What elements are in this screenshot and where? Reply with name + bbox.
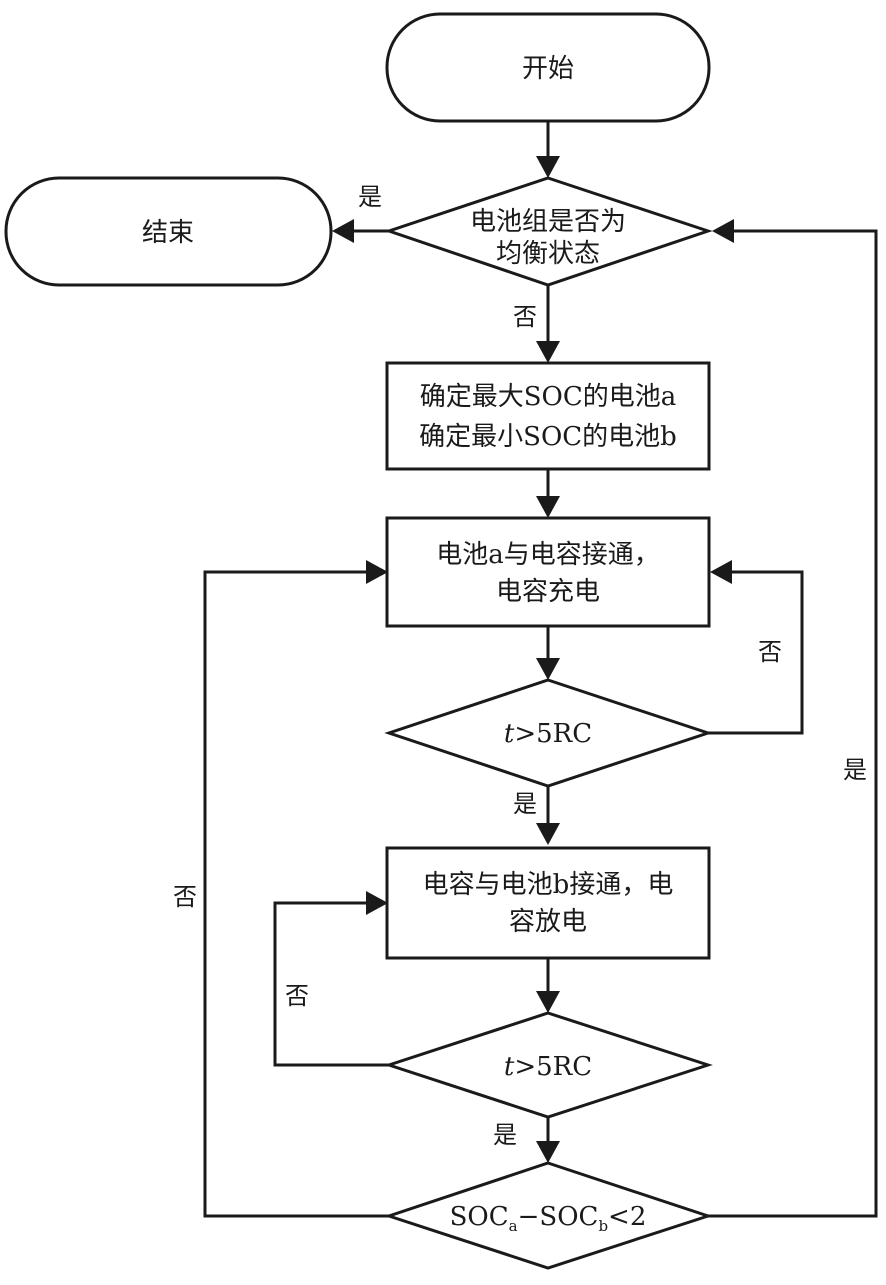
soc-a: SOC (450, 1202, 509, 1232)
node-start-text: 开始 (522, 54, 574, 84)
node-check-soc: SOCa−SOCb<2 (384, 1161, 713, 1270)
node-check-t1-text: t>5RC (504, 719, 592, 749)
arrowhead (536, 341, 560, 363)
node-determine-line2: 确定最小SOC的电池b (419, 422, 677, 452)
label-yes-soc-loop: 是 (843, 756, 867, 784)
decision-shape (384, 1011, 713, 1119)
edge-soc-to-charge-loop (203, 570, 389, 1218)
arrowhead (710, 560, 732, 584)
edge-labels: 是 否 否 是 否 是 否 是 (173, 183, 867, 1149)
node-determine-line1: 确定最大SOC的电池a (420, 382, 677, 412)
var-t: t (504, 719, 515, 749)
arrowhead (366, 560, 388, 584)
arrowhead (332, 219, 354, 243)
process-shape (385, 361, 711, 471)
label-no-t2-loop: 否 (285, 982, 309, 1010)
decision-shape (384, 176, 713, 287)
edge-t1-to-charge-loop (708, 570, 804, 735)
condition: <2 (608, 1202, 646, 1232)
arrowhead (536, 496, 560, 518)
edge-soc-to-check-balance-loop (708, 229, 878, 1218)
node-determine-cells: 确定最大SOC的电池a 确定最小SOC的电池b (385, 361, 711, 471)
label-yes-t2: 是 (493, 1121, 517, 1149)
node-charge-cap: 电池a与电容接通， 电容充电 (385, 516, 711, 628)
node-end: 结束 (4, 176, 333, 287)
node-discharge-line1: 电容与电池b接通，电 (423, 870, 674, 900)
edges (203, 121, 878, 1218)
process-shape (385, 846, 711, 960)
node-check-t2-text: t>5RC (504, 1052, 592, 1082)
subscript-b: b (598, 1217, 608, 1235)
arrowhead (536, 156, 560, 178)
node-check-soc-text: SOCa−SOCb<2 (450, 1202, 647, 1235)
node-charge-line1: 电池a与电容接通， (436, 540, 660, 570)
label-yes-to-end: 是 (358, 183, 382, 211)
node-check-t2: t>5RC (384, 1011, 713, 1119)
node-check-balance-line1: 电池组是否为 (470, 207, 626, 237)
label-no-soc-loop: 否 (173, 883, 197, 911)
subscript-a: a (509, 1217, 518, 1235)
arrowhead (366, 891, 388, 915)
process-shape (385, 516, 711, 628)
decision-shape (384, 1161, 713, 1270)
minus-sign: − (518, 1202, 540, 1232)
node-discharge-cap: 电容与电池b接通，电 容放电 (385, 846, 711, 960)
node-check-balance: 电池组是否为 均衡状态 (384, 176, 713, 287)
arrowhead (712, 219, 734, 243)
node-charge-line2: 电容充电 (496, 577, 600, 607)
node-check-balance-line2: 均衡状态 (496, 239, 600, 269)
arrowhead (536, 991, 560, 1013)
decision-shape (384, 678, 713, 788)
arrowhead (536, 1141, 560, 1163)
label-yes-t1: 是 (513, 790, 537, 818)
condition: >5RC (514, 1052, 592, 1082)
node-end-text: 结束 (142, 218, 194, 248)
arrowhead (536, 823, 560, 845)
node-check-t1: t>5RC (384, 678, 713, 788)
var-t: t (504, 1052, 515, 1082)
label-no-to-determine: 否 (513, 303, 537, 331)
soc-b: SOC (539, 1202, 598, 1232)
node-discharge-line2: 容放电 (509, 907, 587, 937)
label-no-t1-loop: 否 (758, 638, 782, 666)
terminal-shape (4, 176, 333, 287)
arrowhead (536, 658, 560, 680)
condition: >5RC (514, 719, 592, 749)
terminal-shape (385, 12, 711, 123)
node-start: 开始 (385, 12, 711, 123)
edge-t2-to-discharge-loop (273, 901, 389, 1067)
